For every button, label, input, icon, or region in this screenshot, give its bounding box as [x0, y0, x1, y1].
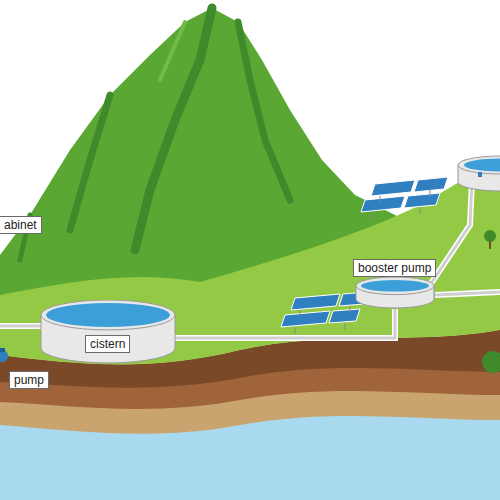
cistern-tank: cistern: [40, 300, 176, 364]
cabinet-label: abinet: [0, 216, 42, 234]
tank-label: cistern: [85, 335, 130, 353]
booster-pump-tank: booster pump: [343, 259, 447, 309]
tank-shape: [40, 300, 176, 364]
tank-graphic: [40, 300, 176, 364]
tank-graphic: [355, 277, 435, 309]
water-pipe: [175, 309, 395, 338]
tank-shape: [355, 277, 435, 309]
pump-label: pump: [9, 371, 49, 389]
tank-label: booster pump: [353, 259, 436, 277]
